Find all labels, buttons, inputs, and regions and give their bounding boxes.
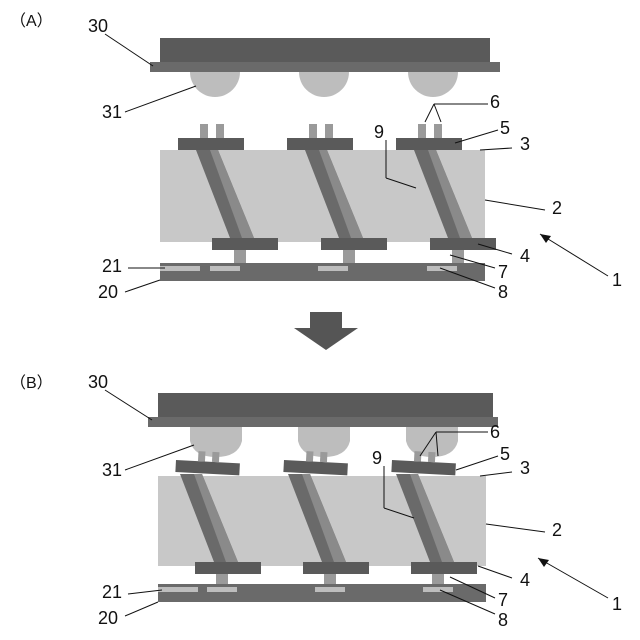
pad-21 [315, 587, 345, 592]
label-1: 1 [612, 594, 622, 614]
label-31: 31 [102, 460, 122, 480]
label-4: 4 [520, 246, 530, 266]
label-7: 7 [498, 590, 508, 610]
label-21: 21 [102, 582, 122, 602]
label-30: 30 [88, 372, 108, 392]
label-6: 6 [490, 92, 500, 112]
panel-b: （B） [10, 372, 622, 630]
label-2: 2 [552, 520, 562, 540]
label-2: 2 [552, 198, 562, 218]
label-30: 30 [88, 16, 108, 36]
panel-a-title: （A） [10, 12, 53, 30]
label-21: 21 [102, 256, 122, 276]
chip-30 [158, 393, 493, 419]
label-8: 8 [498, 282, 508, 302]
solder-bump-31 [408, 72, 458, 97]
label-1: 1 [612, 270, 622, 290]
label-7: 7 [498, 262, 508, 282]
pad-21 [423, 587, 453, 592]
label-6: 6 [490, 422, 500, 442]
pad-21 [207, 587, 237, 592]
label-9: 9 [374, 122, 384, 142]
pad-21 [318, 266, 348, 271]
chip-30-base [148, 417, 498, 427]
label-31: 31 [102, 102, 122, 122]
label-20: 20 [98, 608, 118, 628]
substrate-20 [158, 584, 486, 602]
label-3: 3 [520, 134, 530, 154]
chip-30-base [150, 62, 500, 72]
solder-bump-31 [299, 72, 349, 97]
label-5: 5 [500, 118, 510, 138]
substrate-20 [160, 263, 485, 281]
label-8: 8 [498, 610, 508, 630]
label-9: 9 [372, 448, 382, 468]
chip-30 [160, 38, 490, 64]
label-5: 5 [500, 444, 510, 464]
solder-bump-31 [190, 72, 240, 97]
label-20: 20 [98, 282, 118, 302]
label-3: 3 [520, 458, 530, 478]
label-4: 4 [520, 570, 530, 590]
process-arrow-icon [294, 312, 358, 350]
panel-a: （A） 3 [10, 12, 622, 302]
pad-21-left [160, 266, 200, 271]
pad-21-left [158, 587, 198, 592]
panel-b-title: （B） [10, 374, 53, 392]
pad-21 [210, 266, 240, 271]
